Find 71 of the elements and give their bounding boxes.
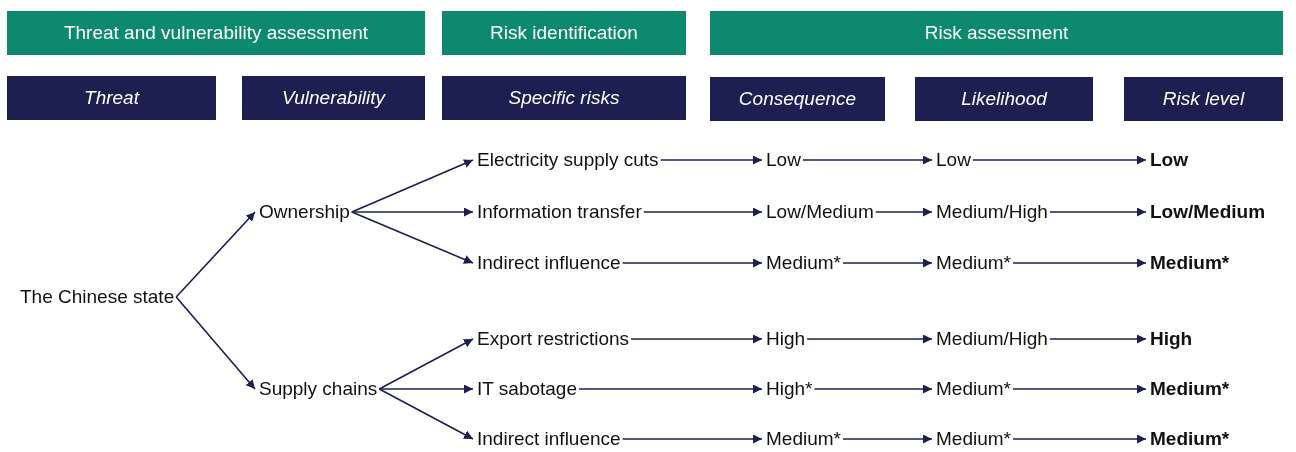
header-text: Consequence <box>738 88 857 110</box>
flow-text: Medium* <box>936 252 1011 274</box>
arrow <box>1049 334 1147 344</box>
arrow <box>642 207 763 217</box>
header-text: Risk identification <box>490 22 638 44</box>
flow-text: Medium* <box>936 378 1011 400</box>
section-header <box>442 11 686 55</box>
flow-text: Indirect influence <box>477 252 621 274</box>
header-text: Threat and vulnerability assessment <box>63 22 369 44</box>
flow-text: Indirect influence <box>477 428 621 450</box>
column-header <box>710 77 885 121</box>
arrow <box>621 258 763 268</box>
flow-text: IT sabotage <box>477 378 577 400</box>
column-header <box>7 76 216 120</box>
arrow <box>1012 434 1147 444</box>
flow-text: Medium* <box>936 428 1011 450</box>
flow-text: Low <box>1150 149 1188 171</box>
column-header <box>1124 77 1283 121</box>
flow-text: Medium/High <box>936 328 1048 350</box>
flow-text: Medium* <box>1150 378 1230 400</box>
flow-text: Medium* <box>766 428 841 450</box>
arrow <box>378 338 474 390</box>
flow-text: Export restrictions <box>477 328 630 350</box>
arrow <box>842 258 933 268</box>
arrow <box>630 334 763 344</box>
arrow <box>806 334 933 344</box>
flow-text: Medium* <box>1150 252 1230 274</box>
arrow <box>874 207 933 217</box>
arrow <box>842 434 933 444</box>
flow-text: Low <box>766 149 801 171</box>
flow-text: High <box>766 328 806 350</box>
arrow <box>175 211 256 298</box>
arrow <box>378 384 474 394</box>
arrow <box>351 159 474 213</box>
flow-text: Medium* <box>766 252 841 274</box>
arrow <box>972 155 1147 165</box>
header-text: Risk assessment <box>924 22 1069 44</box>
section-header <box>710 11 1283 55</box>
arrow <box>813 384 933 394</box>
arrow <box>621 434 763 444</box>
flow-text: Low/Medium <box>766 201 874 223</box>
flow-text: Low <box>936 149 971 171</box>
column-header <box>442 76 686 120</box>
flow-text: Electricity supply cuts <box>477 149 659 171</box>
arrow <box>351 207 474 217</box>
flow-text: The Chinese state <box>20 286 175 308</box>
arrow <box>175 296 256 390</box>
flow-text: High <box>1150 328 1193 350</box>
flow-text: High* <box>766 378 813 400</box>
column-header <box>915 77 1093 121</box>
arrow <box>1012 384 1147 394</box>
header-text: Likelihood <box>961 88 1047 110</box>
arrow <box>1012 258 1147 268</box>
flow-text: Medium/High <box>936 201 1048 223</box>
arrow <box>1049 207 1147 217</box>
header-text: Vulnerability <box>281 87 386 109</box>
header-text: Risk level <box>1162 88 1245 110</box>
arrow <box>378 388 474 440</box>
arrow <box>351 211 474 264</box>
column-header <box>242 76 425 120</box>
flow-text: Information transfer <box>477 201 642 223</box>
flow-text: Supply chains <box>259 378 378 400</box>
header-text: Threat <box>84 87 139 109</box>
section-header <box>7 11 425 55</box>
flow-text: Low/Medium <box>1150 201 1266 223</box>
arrow <box>659 155 763 165</box>
header-text: Specific risks <box>508 87 620 109</box>
flow-text: Ownership <box>259 201 350 223</box>
arrow <box>578 384 763 394</box>
flow-text: Medium* <box>1150 428 1230 450</box>
arrow <box>802 155 933 165</box>
